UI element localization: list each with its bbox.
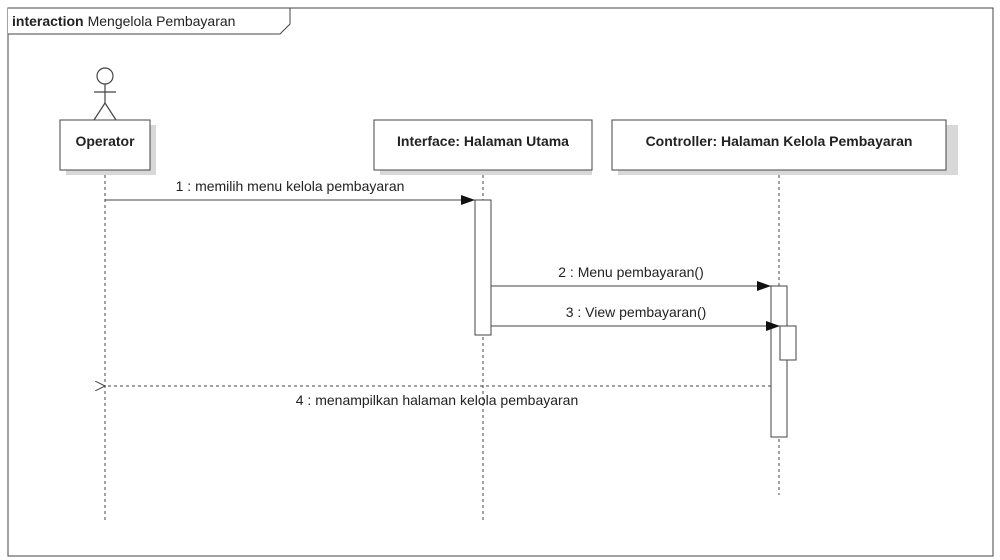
message-2: 2 : Menu pembayaran(): [491, 264, 771, 291]
message-4: 4 : menampilkan halaman kelola pembayara…: [105, 386, 771, 408]
stick-figure-icon: [93, 67, 117, 121]
frame-keyword: interaction: [12, 13, 84, 29]
message-label-1: 1 : memilih menu kelola pembayaran: [176, 178, 405, 194]
activation-bar-controller-nested: [779, 325, 797, 361]
lifeline-label-operator: Operator: [75, 133, 135, 149]
activation-bar-controller: [770, 285, 788, 438]
actor-operator: Operator: [59, 67, 156, 175]
frame-name: Mengelola Pembayaran: [88, 13, 236, 29]
message-label-2: 2 : Menu pembayaran(): [558, 264, 704, 280]
message-1: 1 : memilih menu kelola pembayaran: [105, 178, 475, 205]
activations: [474, 199, 797, 438]
message-label-4: 4 : menampilkan halaman kelola pembayara…: [296, 392, 579, 408]
lifelines: [104, 175, 780, 520]
message-label-3: 3 : View pembayaran(): [566, 304, 707, 320]
message-3: 3 : View pembayaran(): [491, 304, 780, 331]
lifeline-label-interface: Interface: Halaman Utama: [397, 133, 569, 149]
activation-bar-interface: [474, 199, 492, 336]
object-interface: Interface: Halaman Utama: [373, 119, 593, 175]
lifeline-label-controller: Controller: Halaman Kelola Pembayaran: [646, 133, 913, 149]
object-controller: Controller: Halaman Kelola Pembayaran: [611, 119, 958, 175]
